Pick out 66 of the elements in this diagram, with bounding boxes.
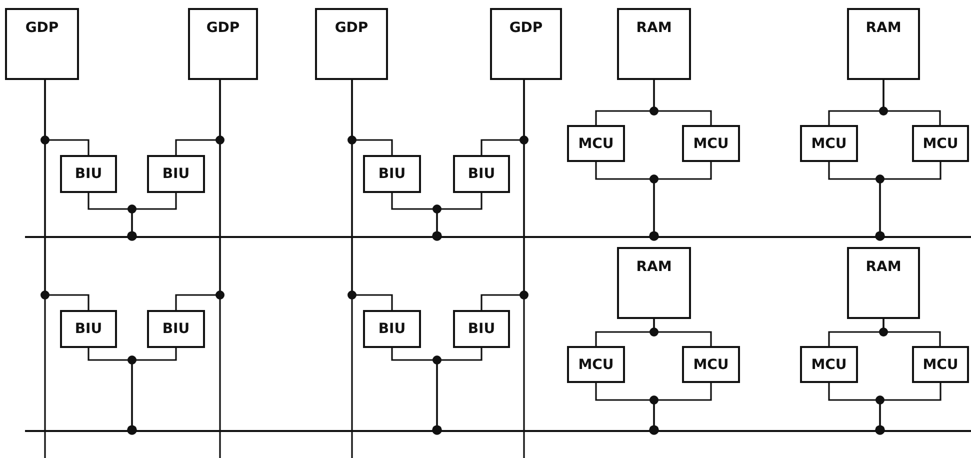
connection-line (432, 193, 482, 241)
unit-box (847, 8, 920, 80)
connection-line (875, 383, 942, 435)
interface-box (363, 155, 421, 193)
interface-box (800, 346, 858, 383)
unit-label: GDP (25, 20, 59, 36)
connection-line (44, 80, 90, 310)
interface-box (60, 310, 117, 348)
connection-line (127, 348, 177, 435)
unit-label: BIU (74, 166, 102, 182)
unit-label: MCU (693, 356, 729, 372)
connection-line (875, 162, 942, 241)
interface-box (60, 155, 117, 193)
interface-box (800, 125, 858, 162)
connection-line (653, 319, 712, 346)
bus-line (25, 236, 971, 238)
unit-box (315, 8, 388, 80)
connection-line (127, 193, 177, 241)
unit-label: MCU (811, 356, 847, 372)
unit-box (490, 8, 562, 80)
connection-line (432, 348, 482, 435)
unit-label: MCU (693, 136, 729, 152)
unit-label: GDP (206, 20, 240, 36)
unit-label: RAM (636, 20, 672, 36)
unit-label: MCU (578, 136, 614, 152)
unit-box (617, 8, 691, 80)
unit-label: BIU (468, 321, 496, 337)
interface-box (453, 155, 510, 193)
interface-box (147, 310, 205, 348)
unit-label: RAM (866, 259, 902, 275)
connection-line (480, 80, 525, 310)
connection-line (649, 162, 712, 241)
connection-line (882, 319, 941, 346)
interface-box (912, 125, 969, 162)
bus-line (25, 430, 971, 432)
connection-line (351, 80, 393, 310)
unit-box (5, 8, 79, 80)
unit-label: BIU (378, 321, 406, 337)
interface-box (682, 346, 740, 383)
interface-box (453, 310, 510, 348)
unit-label: BIU (74, 321, 102, 337)
connection-line (882, 80, 941, 125)
connection-line (653, 80, 712, 125)
interface-box (912, 346, 969, 383)
interface-box (147, 155, 205, 193)
unit-label: MCU (811, 136, 847, 152)
unit-label: RAM (866, 20, 902, 36)
connection-line (649, 383, 712, 435)
interface-box (567, 125, 625, 162)
unit-box (188, 8, 258, 80)
interface-box (567, 346, 625, 383)
unit-label: RAM (636, 259, 672, 275)
unit-label: MCU (922, 136, 958, 152)
unit-box (847, 247, 920, 319)
unit-label: MCU (922, 356, 958, 372)
unit-label: BIU (162, 166, 190, 182)
unit-label: MCU (578, 356, 614, 372)
unit-label: BIU (162, 321, 190, 337)
interface-box (682, 125, 740, 162)
interface-box (363, 310, 421, 348)
connection-line (175, 80, 221, 310)
unit-label: BIU (378, 166, 406, 182)
unit-label: BIU (468, 166, 496, 182)
unit-box (617, 247, 691, 319)
unit-label: GDP (509, 20, 543, 36)
unit-label: GDP (334, 20, 368, 36)
